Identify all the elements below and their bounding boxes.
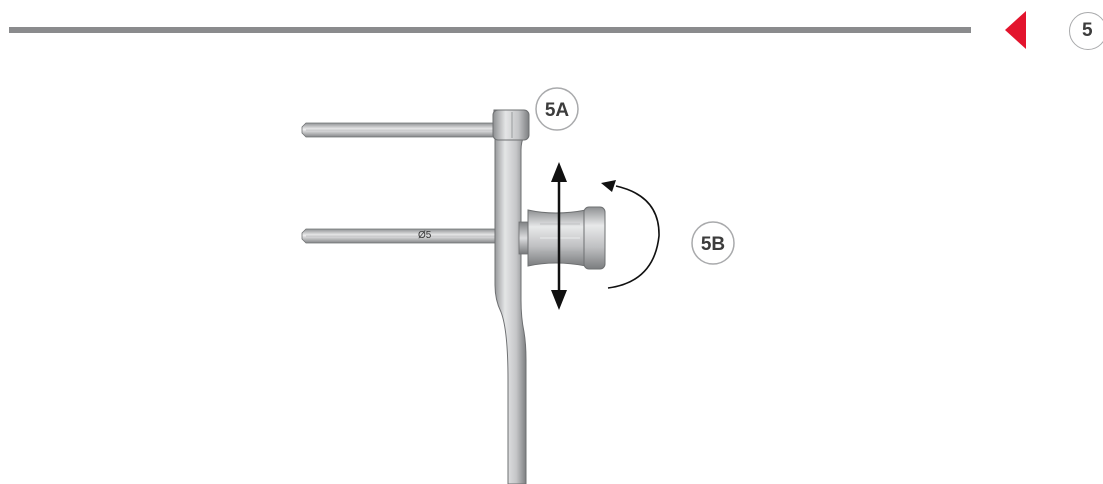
plate-head: [492, 109, 530, 141]
callout-5b: 5B: [691, 221, 735, 265]
back-arrow-icon[interactable]: [1005, 11, 1026, 49]
callout-5a: 5A: [535, 87, 579, 131]
callout-5a-label: 5A: [545, 100, 570, 121]
callout-5b-label: 5B: [701, 234, 725, 255]
adjustment-knob: [518, 206, 606, 270]
upper-pin: [301, 122, 499, 138]
guide-plate: [493, 109, 527, 484]
rotation-arrow-icon: [601, 180, 660, 289]
pin-diameter-label: Ø5: [418, 230, 432, 241]
step-number-badge: 5: [1069, 12, 1103, 50]
lower-pin: [301, 228, 499, 244]
header-divider: [9, 27, 971, 33]
vertical-double-arrow-icon: [551, 162, 567, 310]
